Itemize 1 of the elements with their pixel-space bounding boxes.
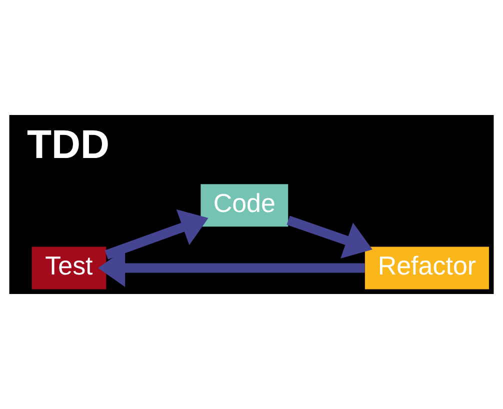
label: TDD	[27, 122, 110, 167]
